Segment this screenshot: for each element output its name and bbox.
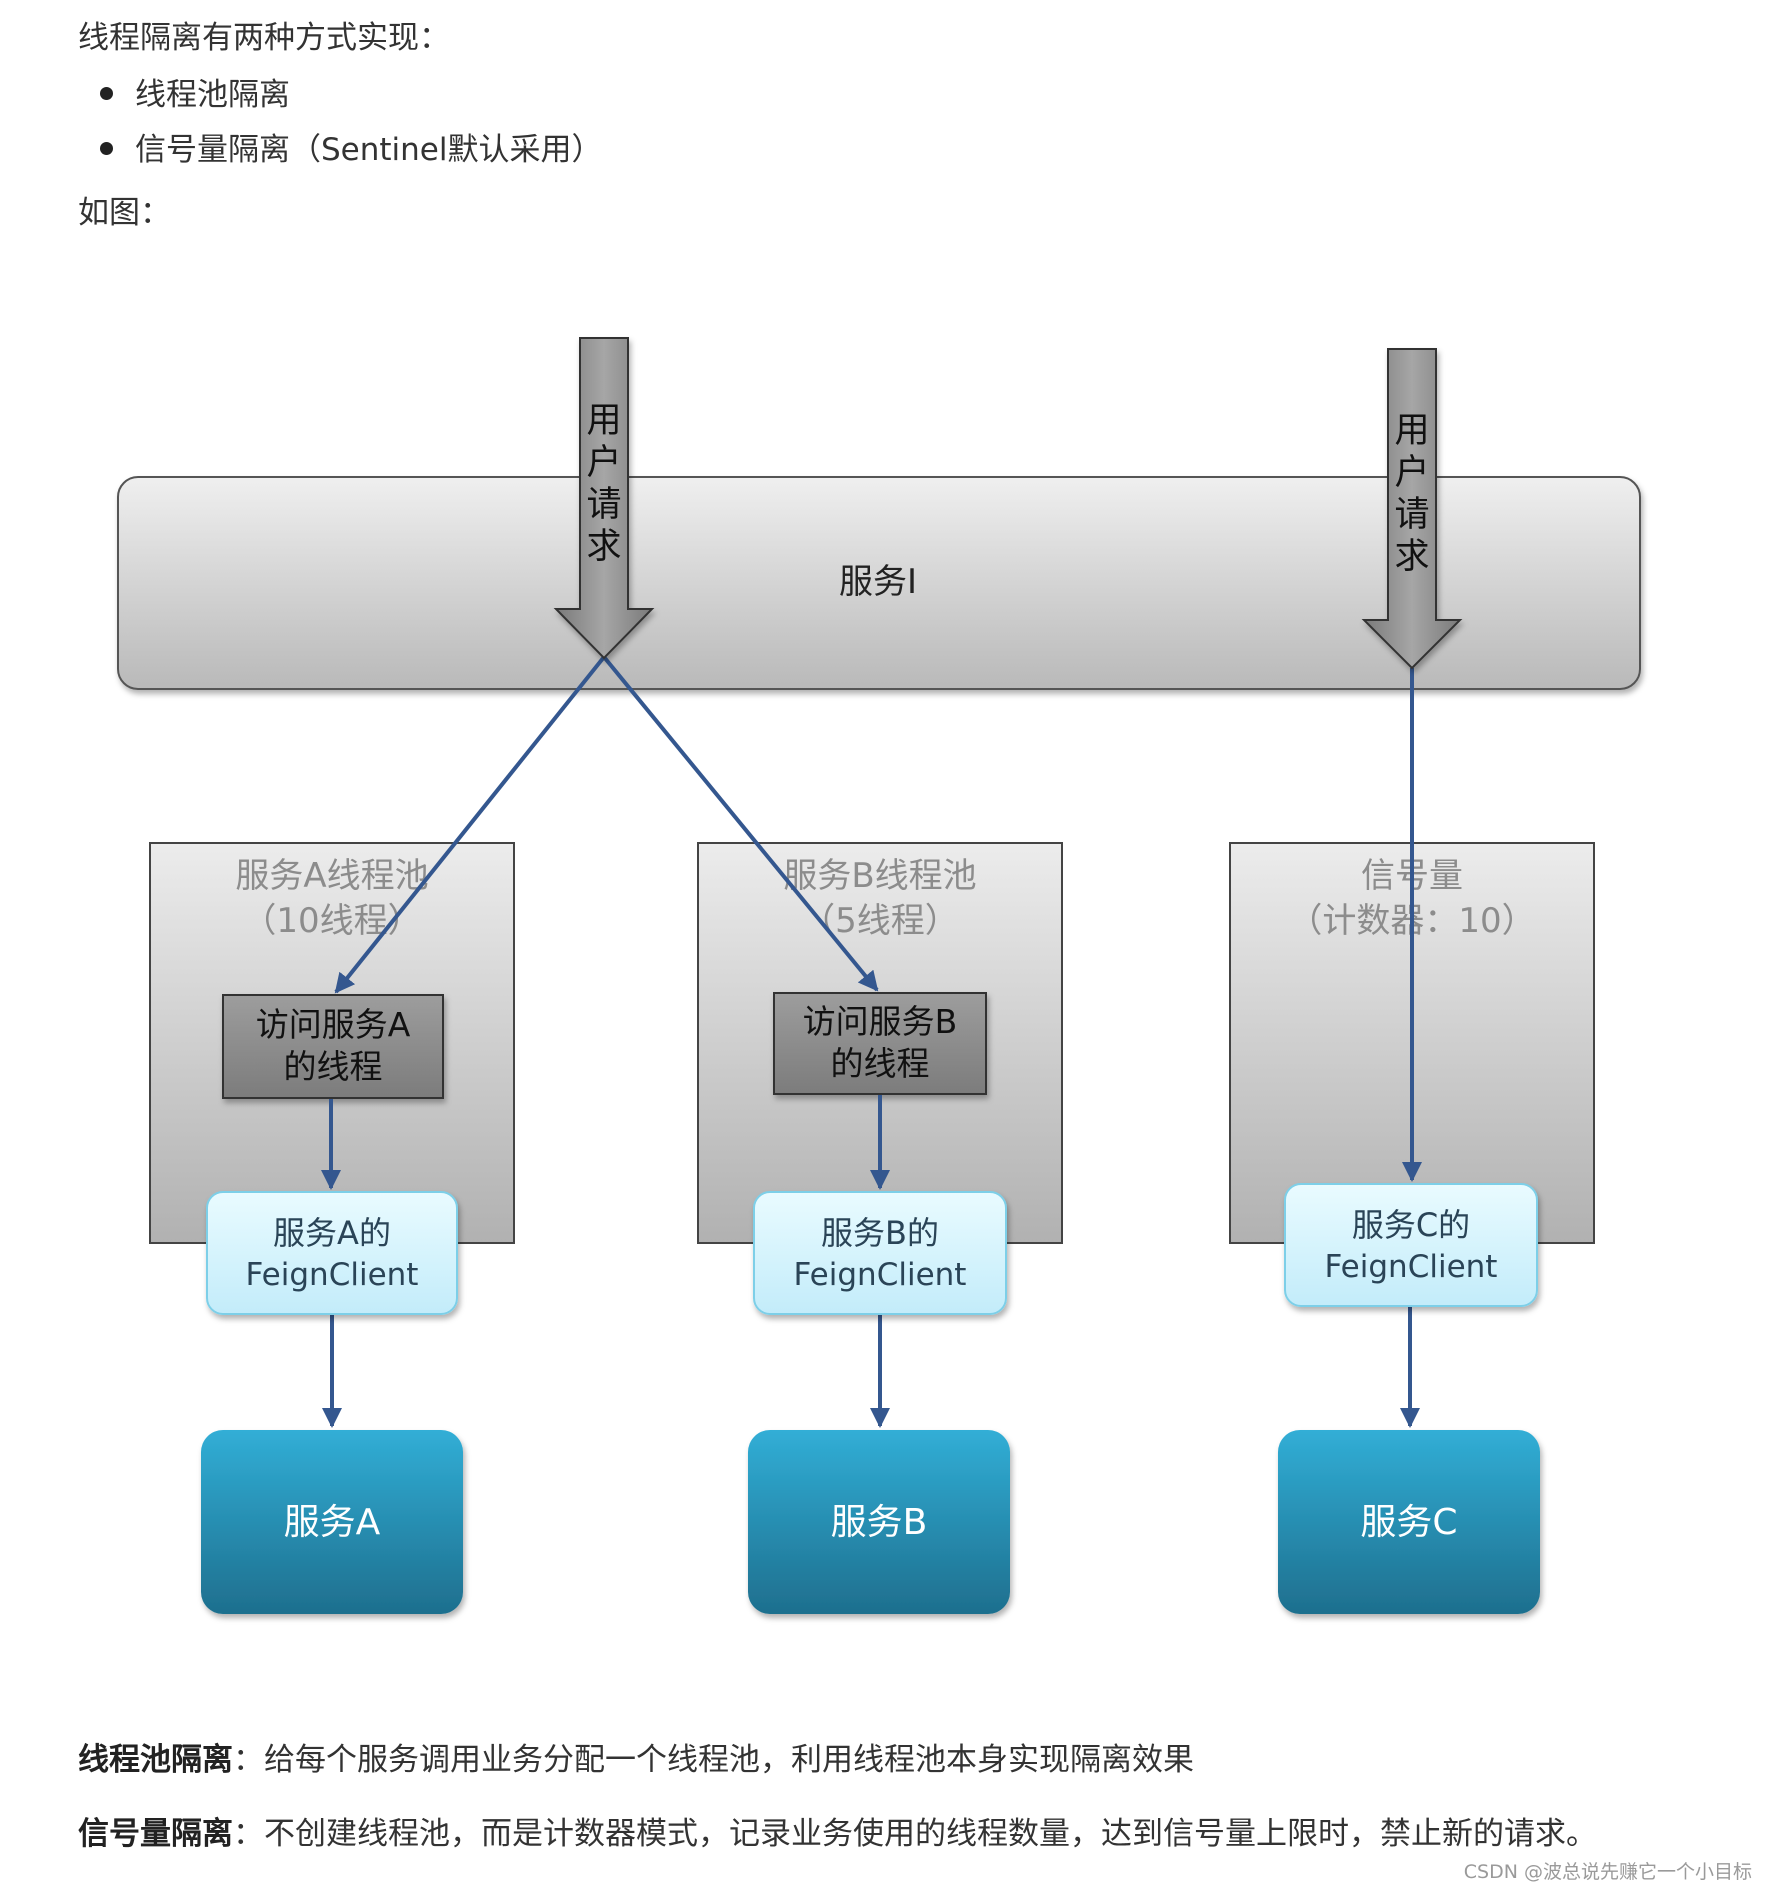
bullet-label: 线程池隔离 xyxy=(135,77,290,113)
thread-pool-description: 线程池隔离：给每个服务调用业务分配一个线程池，利用线程池本身实现隔离效果 xyxy=(78,1740,1194,1780)
user-request-char: 用 xyxy=(1394,411,1429,451)
user-request-char: 求 xyxy=(586,527,621,567)
user-request-char: 户 xyxy=(586,443,621,483)
user-request-char: 用 xyxy=(586,401,621,441)
request-routing-arrows xyxy=(321,655,1422,1428)
thread-pool-text: ：给每个服务调用业务分配一个线程池，利用线程池本身实现隔离效果 xyxy=(233,1742,1194,1778)
feign-b-label-1: 服务B的 xyxy=(821,1214,939,1252)
arrow-to-thread-a xyxy=(334,655,606,994)
service-b-box: 服务B xyxy=(748,1430,1010,1614)
service-c-box: 服务C xyxy=(1278,1430,1540,1614)
user-request-char: 请 xyxy=(1394,495,1429,535)
semaphore-description: 信号量隔离：不创建线程池，而是计数器模式，记录业务使用的线程数量，达到信号量上限… xyxy=(78,1814,1597,1854)
feign-client-b: 服务B的 FeignClient xyxy=(753,1191,1007,1315)
thread-a-box: 访问服务A 的线程 xyxy=(222,994,444,1099)
watermark: CSDN @波总说先赚它一个小目标 xyxy=(1463,1861,1752,1883)
service-a-label: 服务A xyxy=(284,1502,381,1543)
intro-text: 线程隔离有两种方式实现： xyxy=(78,20,450,56)
feign-a-label-1: 服务A的 xyxy=(273,1214,391,1252)
bullet-thread-pool: 线程池隔离 xyxy=(100,75,290,115)
arrow-to-thread-b xyxy=(602,655,879,992)
feign-client-c: 服务C的 FeignClient xyxy=(1284,1183,1538,1307)
service-b-label: 服务B xyxy=(831,1502,928,1543)
user-request-char: 求 xyxy=(1394,537,1429,577)
bullet-label: 信号量隔离（Sentinel默认采用） xyxy=(135,132,603,168)
service-a-box: 服务A xyxy=(201,1430,463,1614)
feign-b-label-2: FeignClient xyxy=(794,1257,967,1293)
pool-a-title: 服务A线程池 xyxy=(235,856,428,896)
bullet-dot-icon xyxy=(100,142,113,155)
feign-client-a: 服务A的 FeignClient xyxy=(206,1191,458,1315)
thread-b-box: 访问服务B 的线程 xyxy=(773,992,987,1095)
thread-a-label-1: 访问服务A xyxy=(256,1005,411,1044)
service-i-label: 服务I xyxy=(839,562,917,602)
figure-caption: 如图： xyxy=(78,195,171,231)
semaphore-text: ：不创建线程池，而是计数器模式，记录业务使用的线程数量，达到信号量上限时，禁止新… xyxy=(233,1816,1597,1852)
user-request-arrow-left: 用 户 请 求 xyxy=(553,337,655,660)
feign-c-label-2: FeignClient xyxy=(1325,1249,1498,1285)
thread-pool-term: 线程池隔离 xyxy=(78,1742,233,1778)
bullet-dot-icon xyxy=(100,87,113,100)
semaphore-term: 信号量隔离 xyxy=(78,1816,233,1852)
feign-a-label-2: FeignClient xyxy=(246,1257,419,1293)
user-request-char: 户 xyxy=(1394,453,1429,493)
pool-b-capacity: （5线程） xyxy=(801,901,959,941)
service-c-label: 服务C xyxy=(1360,1502,1457,1543)
service-i-box: 服务I xyxy=(117,476,1641,690)
thread-b-label-2: 的线程 xyxy=(831,1044,930,1083)
user-request-char: 请 xyxy=(586,485,621,525)
thread-a-label-2: 的线程 xyxy=(284,1047,383,1086)
thread-b-label-1: 访问服务B xyxy=(803,1002,958,1041)
feign-c-label-1: 服务C的 xyxy=(1352,1206,1470,1244)
pool-b-title: 服务B线程池 xyxy=(783,856,976,896)
bullet-semaphore: 信号量隔离（Sentinel默认采用） xyxy=(100,130,603,170)
user-request-arrow-right: 用 户 请 求 xyxy=(1361,348,1463,670)
